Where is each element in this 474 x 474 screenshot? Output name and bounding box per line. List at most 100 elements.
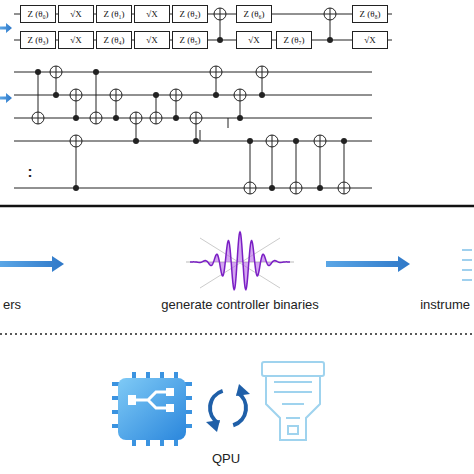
cycle-arrows — [206, 384, 250, 432]
waveform — [190, 232, 290, 290]
qubit-wire — [14, 95, 372, 96]
gate-box: √X — [134, 5, 170, 23]
target-plus — [244, 182, 256, 194]
chip-icon — [112, 372, 192, 446]
gate-label: √X — [70, 36, 81, 45]
target-plus — [50, 66, 62, 78]
target-circle — [170, 89, 182, 101]
control-dot — [193, 138, 199, 144]
target-plus — [324, 8, 336, 20]
target-plus — [70, 135, 82, 147]
gate-box: Z (θ₄) — [96, 31, 132, 49]
target-plus — [210, 66, 222, 78]
control-dot — [93, 69, 99, 75]
gate-box: √X — [134, 31, 170, 49]
gate-box: Z (θ₁) — [96, 5, 132, 23]
flow-arrow — [326, 256, 410, 272]
control-dot — [259, 92, 265, 98]
dotted-divider — [0, 333, 474, 335]
stage-label: ers — [3, 298, 21, 312]
gate-box: Z (θ₀) — [20, 5, 56, 23]
target-circle — [110, 89, 122, 101]
control-dot — [173, 115, 179, 121]
control-dot — [35, 69, 41, 75]
target-plus — [130, 112, 142, 124]
gate-label: Z (θ₁) — [103, 10, 124, 19]
target-circle — [256, 66, 268, 78]
target-plus — [90, 112, 102, 124]
control-dot — [247, 138, 253, 144]
control-dot — [217, 37, 223, 43]
flow-arrow — [0, 256, 64, 272]
gate-label: √X — [70, 10, 81, 19]
instrument-icon — [462, 259, 472, 261]
control-dot — [53, 92, 59, 98]
gate-label: Z (θ₅) — [179, 36, 200, 45]
stage-label: instrume — [420, 298, 470, 312]
control-dot — [113, 115, 119, 121]
control-dot — [73, 185, 79, 191]
instrument-icon — [462, 269, 472, 271]
target-circle — [290, 182, 302, 194]
gate-box: √X — [236, 31, 272, 49]
control-dot — [327, 37, 333, 43]
control-dot — [341, 138, 347, 144]
ellipsis: : — [28, 164, 33, 181]
gate-label: Z (θ₈) — [359, 10, 380, 19]
flow-arrow — [0, 93, 12, 103]
target-plus — [214, 8, 226, 20]
gate-label: Z (θ₂) — [179, 10, 200, 19]
target-plus — [190, 112, 202, 124]
target-plus — [70, 89, 82, 101]
control-dot — [133, 138, 139, 144]
target-circle — [130, 112, 142, 124]
flow-arrow — [0, 23, 12, 33]
target-circle — [244, 182, 256, 194]
target-plus — [290, 182, 302, 194]
target-plus — [338, 182, 350, 194]
target-plus — [170, 89, 182, 101]
target-circle — [314, 135, 326, 147]
gate-box: Z (θ₇) — [276, 31, 312, 49]
gate-label: Z (θ₀) — [27, 10, 48, 19]
target-circle — [214, 8, 226, 20]
target-circle — [70, 89, 82, 101]
target-plus — [266, 135, 278, 147]
gate-box: Z (θ₂) — [172, 5, 208, 23]
target-circle — [234, 89, 246, 101]
control-dot — [293, 138, 299, 144]
target-circle — [324, 8, 336, 20]
gate-box: √X — [58, 5, 94, 23]
target-circle — [50, 66, 62, 78]
target-circle — [90, 112, 102, 124]
target-circle — [32, 112, 44, 124]
hardware-label: QPU — [212, 452, 240, 466]
gate-box: √X — [58, 31, 94, 49]
target-circle — [190, 112, 202, 124]
gate-label: Z (θ₃) — [27, 36, 48, 45]
gate-box: Z (θ₆) — [236, 5, 272, 23]
target-circle — [70, 135, 82, 147]
cryostat-icon — [262, 362, 324, 440]
divider-line — [0, 205, 474, 208]
instrument-icon — [462, 249, 472, 251]
gate-box: √X — [352, 31, 388, 49]
target-plus — [234, 89, 246, 101]
gate-label: Z (θ₆) — [243, 10, 264, 19]
target-plus — [150, 112, 162, 124]
target-circle — [210, 66, 222, 78]
control-dot — [237, 115, 243, 121]
gate-label: √X — [146, 36, 157, 45]
gate-label: √X — [364, 36, 375, 45]
control-dot — [317, 185, 323, 191]
control-dot — [73, 115, 79, 121]
target-plus — [314, 135, 326, 147]
waveform-fill — [190, 232, 290, 290]
wire-stub — [200, 130, 201, 141]
target-circle — [150, 112, 162, 124]
stage-label: generate controller binaries — [161, 298, 319, 312]
target-circle — [266, 135, 278, 147]
target-plus — [110, 89, 122, 101]
